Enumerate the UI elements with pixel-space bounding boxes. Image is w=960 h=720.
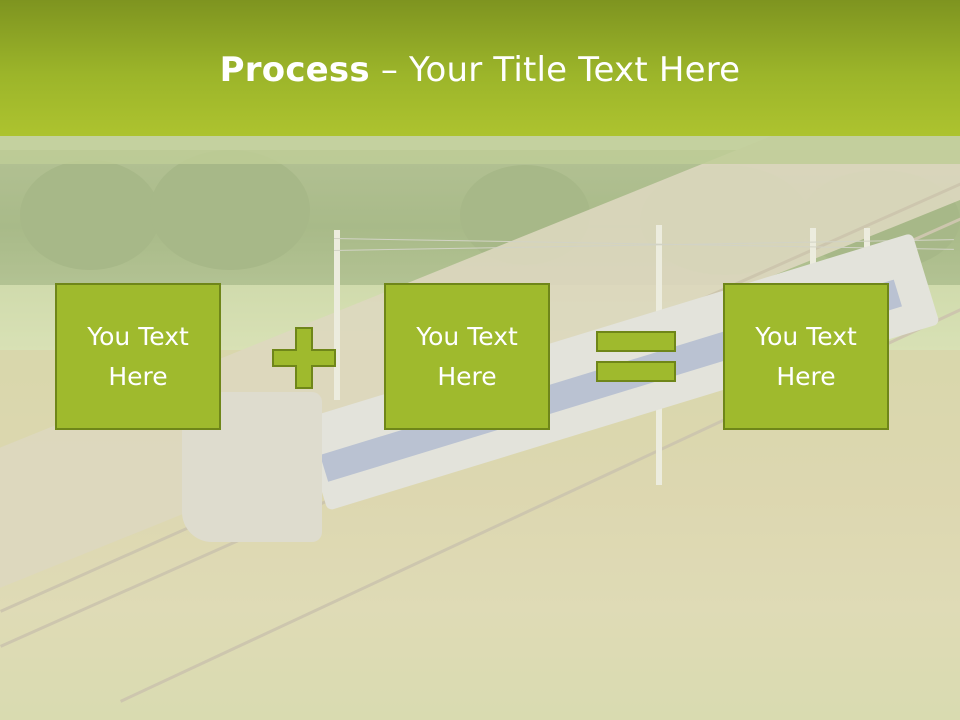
catenary-pole	[334, 230, 340, 400]
process-box-2[interactable]: You Text Here	[384, 283, 550, 430]
tree	[20, 160, 160, 270]
process-box-text: You Text Here	[402, 317, 532, 397]
process-box-text: You Text Here	[73, 317, 203, 397]
process-box-1[interactable]: You Text Here	[55, 283, 221, 430]
plus-icon	[272, 327, 336, 389]
process-box-line2: Here	[776, 361, 836, 391]
slide-title: Process – Your Title Text Here	[0, 50, 960, 90]
process-box-line1: You Text	[87, 321, 189, 351]
catenary-pole	[810, 228, 816, 288]
title-bold-word: Process	[219, 50, 370, 90]
process-box-text: You Text Here	[741, 317, 871, 397]
process-box-line1: You Text	[416, 321, 518, 351]
title-dash: –	[369, 50, 410, 90]
title-bar-shadow-strip	[0, 136, 960, 164]
title-bar	[0, 0, 960, 136]
process-box-line2: Here	[108, 361, 168, 391]
title-text: Your Title Text Here	[409, 50, 741, 90]
tree	[150, 150, 310, 270]
equals-icon	[596, 331, 676, 382]
process-box-line1: You Text	[755, 321, 857, 351]
process-box-3[interactable]: You Text Here	[723, 283, 889, 430]
process-box-line2: Here	[437, 361, 497, 391]
